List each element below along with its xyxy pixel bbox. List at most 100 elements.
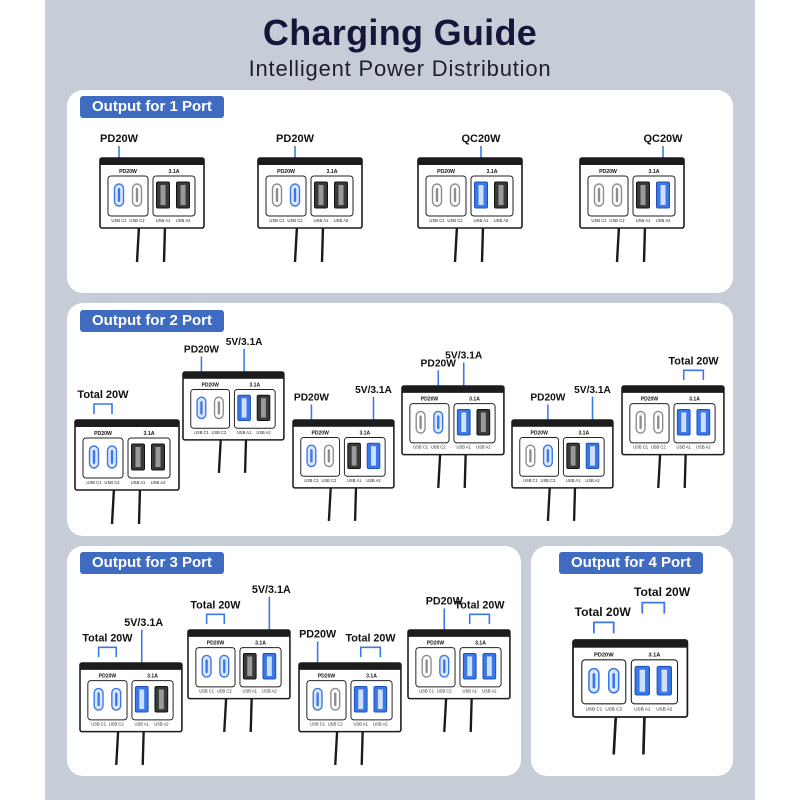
usba-port-tongue bbox=[570, 446, 576, 466]
usbc-port-tongue bbox=[200, 401, 203, 415]
page-subtitle: Intelligent Power Distribution bbox=[248, 56, 552, 81]
prong-right bbox=[463, 452, 467, 488]
port-label: USB C1 bbox=[111, 218, 127, 223]
annotation-bracket bbox=[205, 613, 226, 625]
total-rating-label: Total 20W bbox=[190, 599, 241, 611]
usba-group-box bbox=[127, 437, 171, 479]
total-rating-label: Total 20W bbox=[346, 632, 397, 644]
usba-rating-label: 5V/3.1A bbox=[124, 617, 163, 629]
prong-left bbox=[334, 729, 339, 765]
usbc-group-box bbox=[300, 436, 341, 477]
usbc-group-label: PD20W bbox=[99, 674, 117, 680]
port-label: USB C2 bbox=[431, 445, 447, 450]
port-label: USB A2 bbox=[476, 445, 491, 450]
port-label: USB A2 bbox=[154, 722, 169, 727]
usbc-port-tongue bbox=[592, 673, 596, 689]
port-label: USB C2 bbox=[605, 706, 622, 711]
total-rating-label: Total 20W bbox=[77, 389, 129, 401]
usba-port-tongue bbox=[351, 446, 357, 466]
usbc-port-tongue bbox=[657, 415, 660, 430]
usba-group-box bbox=[131, 680, 174, 721]
port-label: USB C2 bbox=[104, 480, 120, 485]
usbc-group-label: PD20W bbox=[277, 169, 295, 175]
prong-left bbox=[443, 696, 448, 732]
prong-right bbox=[141, 729, 145, 765]
charger-top-band bbox=[512, 420, 613, 427]
usba-port-tongue bbox=[358, 689, 364, 710]
port-label: USB A1 bbox=[237, 430, 252, 435]
usba-group-box bbox=[233, 388, 276, 429]
usbc-group-box bbox=[415, 647, 456, 688]
section-title-four-port: Output for 4 Port bbox=[559, 552, 703, 574]
port-label: USB A2 bbox=[366, 478, 381, 483]
usbc-group-label: PD20W bbox=[594, 653, 614, 659]
port-label: USB C2 bbox=[609, 218, 625, 223]
port-label: USB A1 bbox=[131, 480, 146, 485]
usbc-port-tongue bbox=[293, 188, 297, 202]
port-label: USB A2 bbox=[585, 478, 600, 483]
usbc-port-tongue bbox=[529, 449, 532, 463]
usba-group-label: 3.1A bbox=[366, 674, 377, 680]
usbc-port-tongue bbox=[217, 401, 221, 415]
charger-top-band bbox=[580, 158, 684, 165]
usba-group-label: 3.1A bbox=[147, 674, 158, 680]
usbc-group-label: PD20W bbox=[94, 431, 112, 437]
usbc-port-tongue bbox=[327, 449, 331, 463]
port-label: USB A1 bbox=[474, 218, 489, 223]
usba-port-tongue bbox=[247, 656, 253, 677]
section-title-one-port: Output for 1 Port bbox=[80, 96, 224, 118]
prong-left bbox=[217, 437, 222, 473]
prong-left bbox=[223, 696, 228, 732]
charger-top-band bbox=[293, 420, 394, 427]
port-label: USB A1 bbox=[566, 478, 581, 483]
usba-port-tongue bbox=[318, 185, 324, 205]
usba-port-tongue bbox=[486, 656, 492, 677]
port-label: USB A2 bbox=[656, 218, 671, 223]
charger-top-band bbox=[402, 386, 504, 393]
port-label: USB C2 bbox=[447, 218, 463, 223]
usbc-group-label: PD20W bbox=[311, 431, 329, 437]
prong-right bbox=[683, 452, 687, 488]
usbc-port-tongue bbox=[437, 415, 440, 430]
usba-port-tongue bbox=[139, 689, 145, 710]
usba-port-tongue bbox=[498, 185, 504, 205]
pd-rating-label: PD20W bbox=[530, 393, 565, 404]
port-label: USB C1 bbox=[269, 218, 285, 223]
port-label: USB C1 bbox=[194, 430, 209, 435]
port-rating-label: QC20W bbox=[643, 133, 683, 145]
usbc-group-box bbox=[587, 175, 629, 217]
port-label: USB C1 bbox=[310, 722, 326, 727]
usbc-port-tongue bbox=[316, 692, 319, 707]
prong-left bbox=[615, 225, 621, 263]
usba-group-box bbox=[459, 647, 502, 688]
prong-left bbox=[657, 452, 662, 488]
usba-group-label: 3.1A bbox=[169, 169, 180, 175]
port-label: USB A2 bbox=[494, 218, 509, 223]
usba-group-box bbox=[630, 659, 679, 705]
usba-rating-label: 5V/3.1A bbox=[445, 351, 483, 362]
prong-right bbox=[243, 437, 248, 473]
usba-port-tongue bbox=[478, 185, 484, 205]
annotation-bracket bbox=[468, 613, 491, 625]
usba-group-label: 3.1A bbox=[144, 431, 155, 437]
usbc-group-box bbox=[581, 659, 627, 705]
port-label: USB A1 bbox=[636, 218, 651, 223]
port-label: USB A1 bbox=[156, 218, 171, 223]
port-label: USB C1 bbox=[413, 445, 429, 450]
usba-group-box bbox=[239, 647, 282, 688]
usbc-port-tongue bbox=[135, 188, 139, 202]
usbc-group-box bbox=[82, 437, 124, 479]
usba-group-box bbox=[350, 680, 393, 721]
annotation-bracket bbox=[359, 646, 382, 658]
usbc-port-tongue bbox=[612, 673, 616, 689]
usbc-port-tongue bbox=[205, 659, 208, 674]
usba-port-tongue bbox=[241, 398, 247, 418]
charger-top-band bbox=[418, 158, 522, 165]
usba-group-label: 3.1A bbox=[255, 641, 266, 647]
usba-group-label: 3.1A bbox=[249, 383, 260, 389]
